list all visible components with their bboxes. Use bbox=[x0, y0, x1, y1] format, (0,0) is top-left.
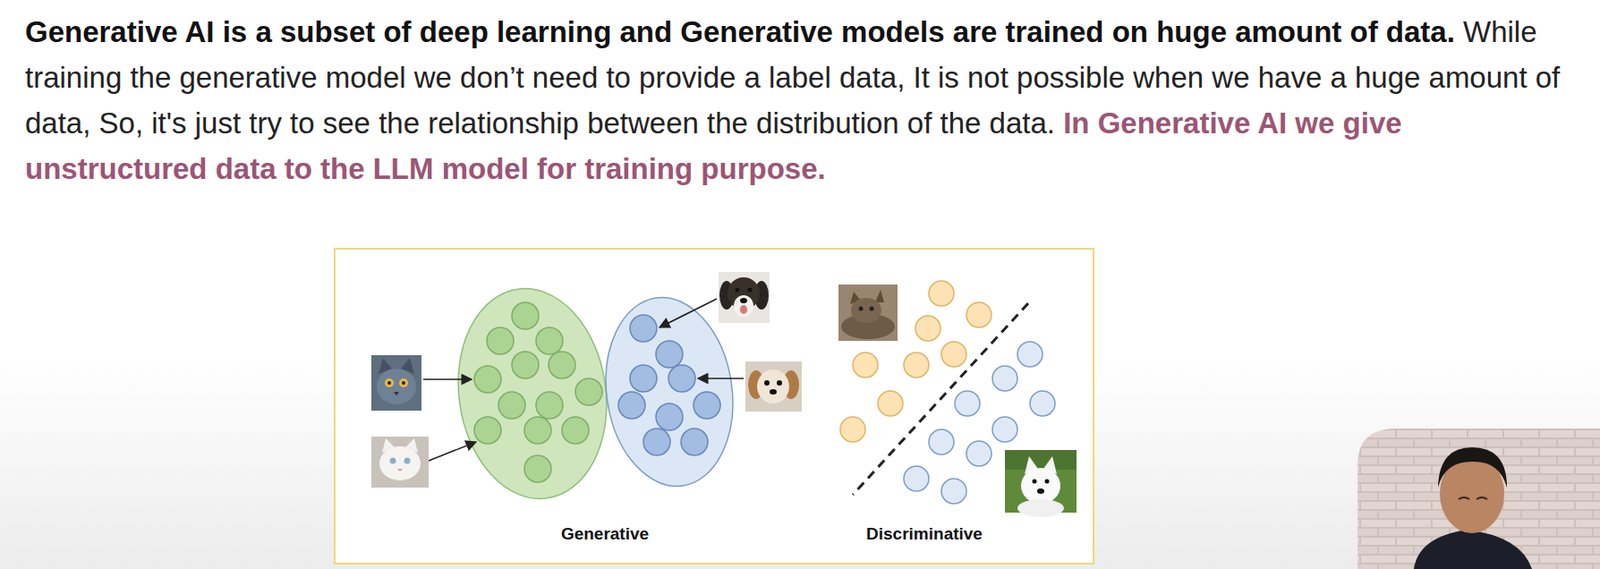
arrows bbox=[423, 298, 744, 461]
dog-photo bbox=[745, 361, 802, 412]
webcam-overlay bbox=[1357, 428, 1600, 569]
panel-caption: Discriminative bbox=[825, 523, 1023, 545]
orange-dots bbox=[840, 280, 992, 443]
cat-photo bbox=[371, 355, 422, 411]
panel-caption: Generative bbox=[506, 523, 704, 545]
body-text: Generative AI is a subset of deep learni… bbox=[25, 8, 1587, 192]
blue-dots bbox=[618, 314, 721, 456]
dog-photo bbox=[1004, 450, 1077, 518]
cat-photo bbox=[371, 436, 429, 488]
cat-photo bbox=[838, 284, 898, 341]
green-dots bbox=[474, 302, 603, 483]
dog-photo bbox=[718, 272, 770, 324]
figure-frame bbox=[334, 248, 1094, 564]
bold-sentence: Generative AI is a subset of deep learni… bbox=[25, 15, 1456, 49]
cat-cluster bbox=[444, 279, 620, 510]
